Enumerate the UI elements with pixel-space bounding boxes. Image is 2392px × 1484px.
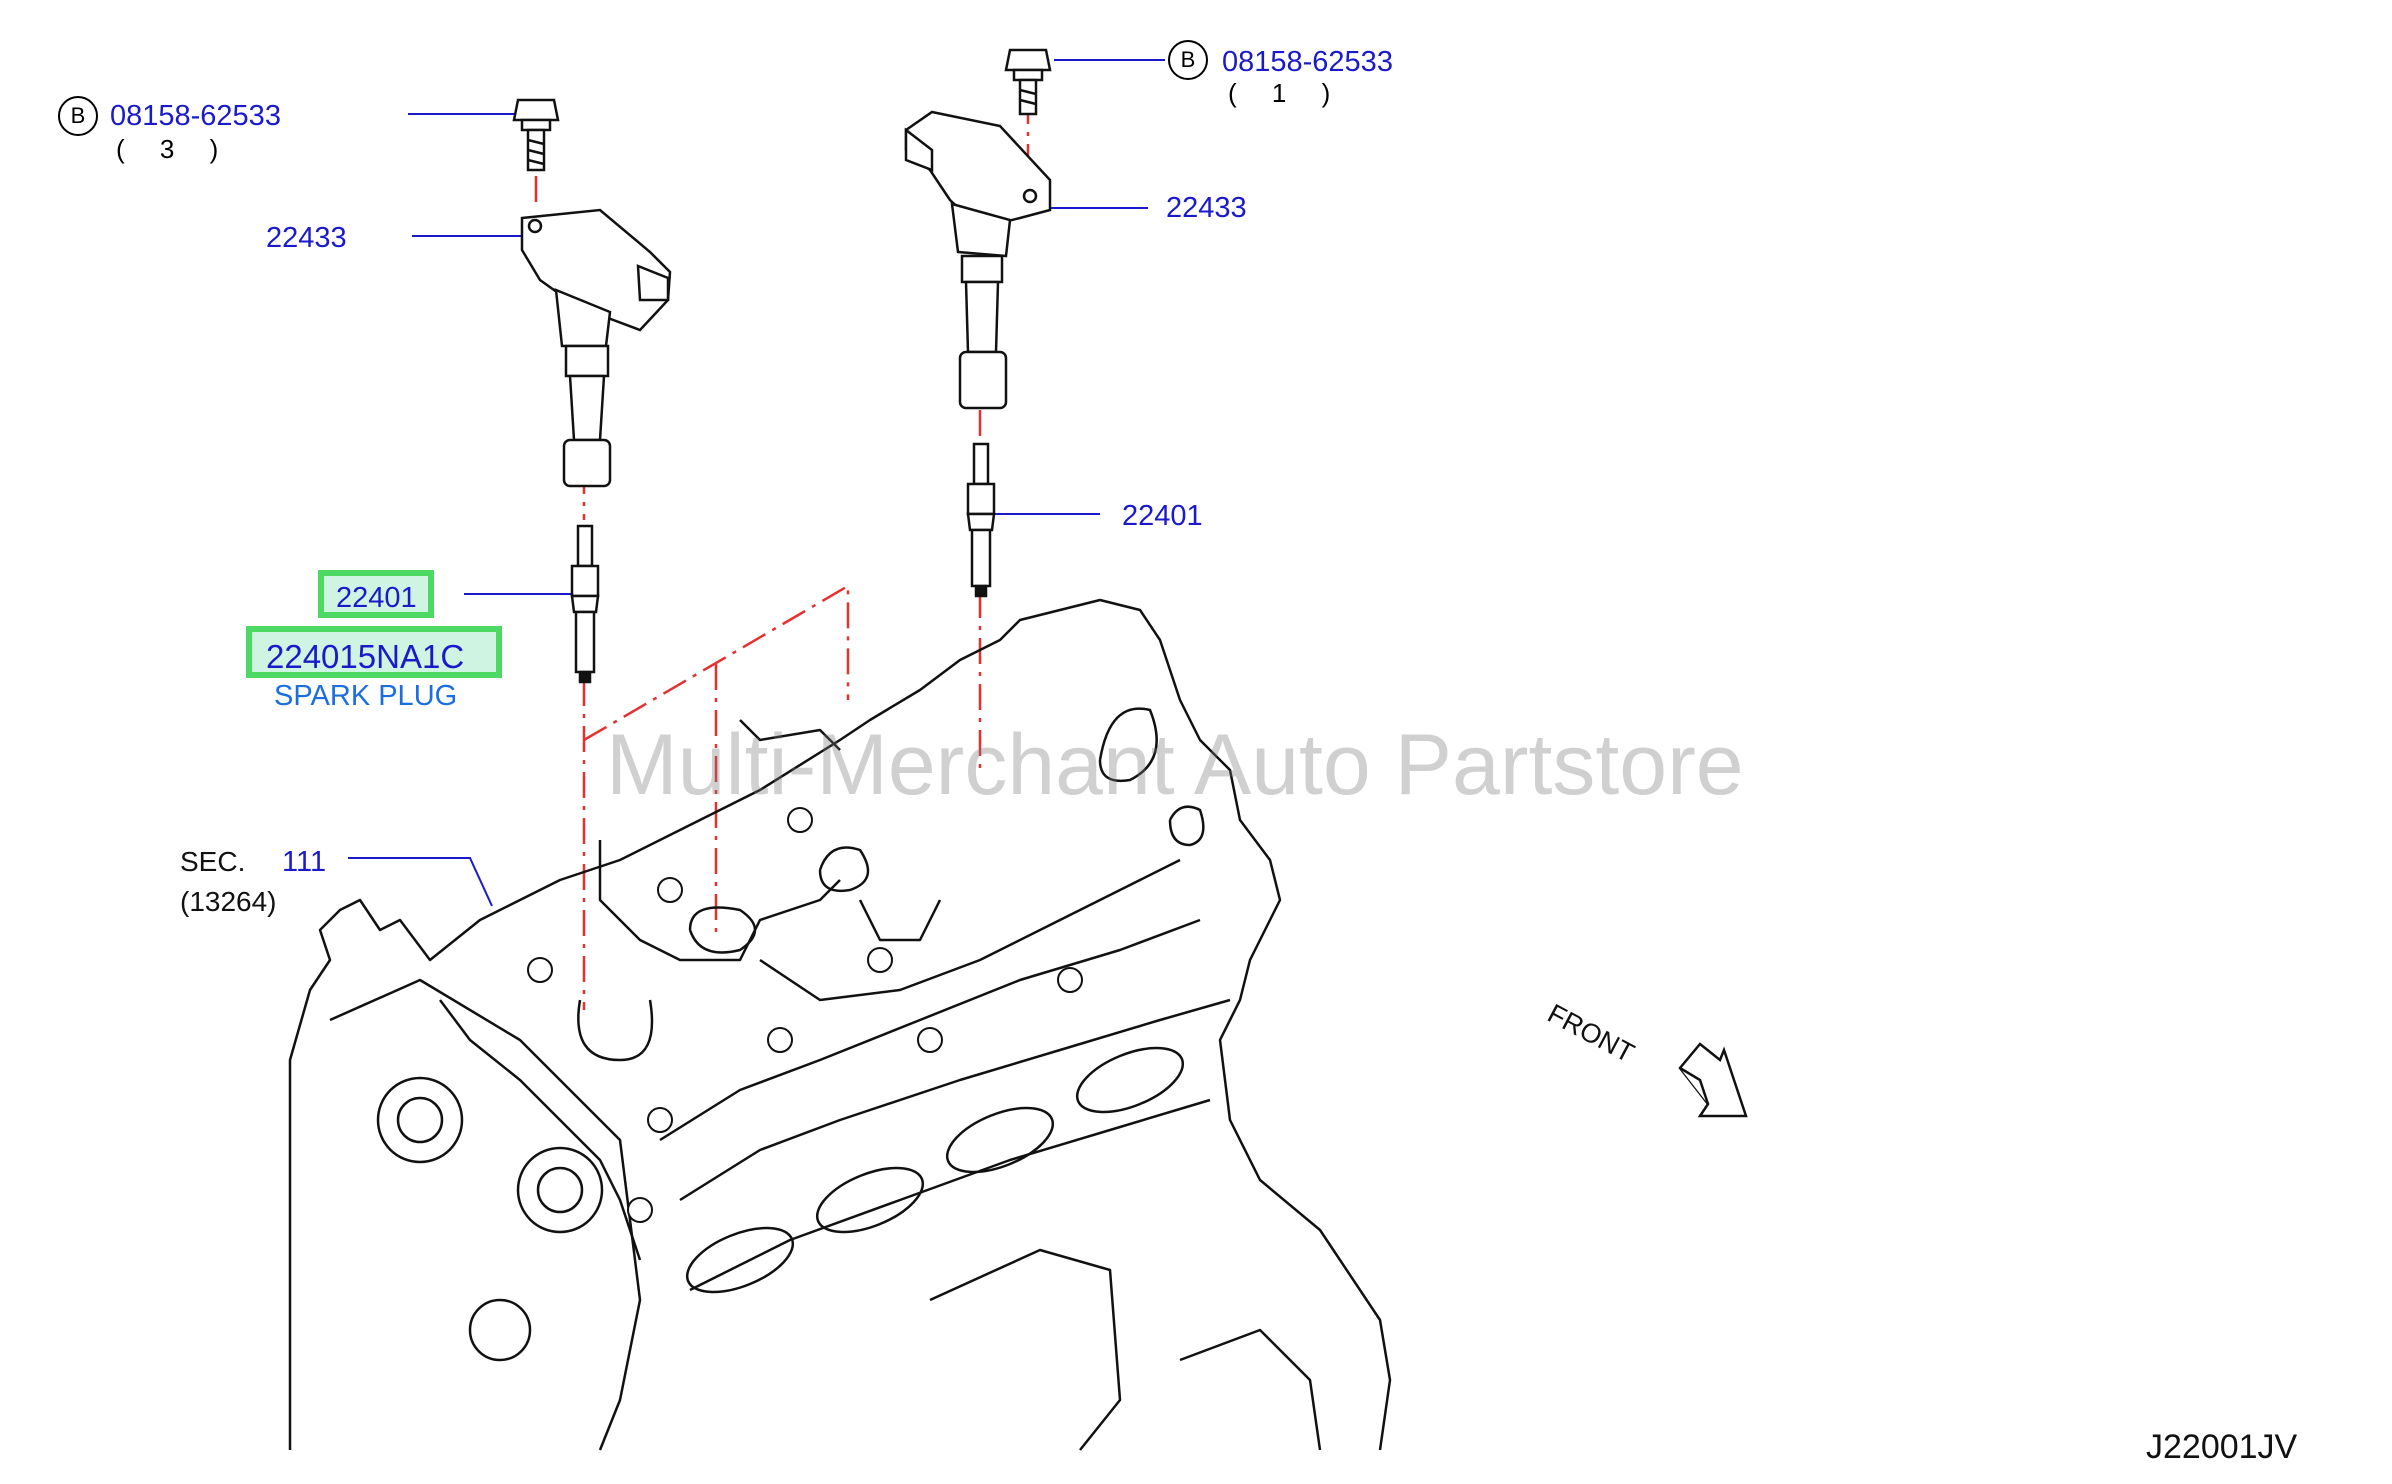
section-ref-prefix: SEC. <box>180 846 246 877</box>
bolt-left-drawing <box>512 98 560 172</box>
ignition-coil-right-drawing <box>904 110 1052 410</box>
plug-left-oem-number-highlight[interactable]: 224015NA1C <box>246 626 502 678</box>
plug-left-name: SPARK PLUG <box>274 680 458 712</box>
bolt-left-part-number[interactable]: 08158-62533 <box>110 100 281 132</box>
bolt-right-drawing <box>1004 48 1052 116</box>
plug-left-oem-number: 224015NA1C <box>266 638 465 675</box>
engine-block-drawing <box>288 598 1392 1451</box>
coil-right-part-number[interactable]: 22433 <box>1166 192 1247 224</box>
drawing-code: J22001JV <box>2146 1428 2298 1466</box>
section-ref-sub: (13264) <box>180 886 277 917</box>
plug-left-part-number: 22401 <box>336 582 417 614</box>
bolt-left-circle-badge: B <box>58 96 98 136</box>
bolt-right-circle-badge: B <box>1168 40 1208 80</box>
section-ref-number[interactable]: 111 <box>282 846 327 878</box>
coil-left-part-number[interactable]: 22433 <box>266 222 347 254</box>
bolt-left-quantity: ( 3 ) <box>116 134 233 164</box>
bolt-right-quantity: ( 1 ) <box>1228 78 1345 108</box>
ignition-coil-left-drawing <box>520 208 672 488</box>
spark-plug-right-drawing <box>966 442 996 598</box>
bolt-left-circle-letter: B <box>70 103 86 128</box>
plug-left-part-number-highlight[interactable]: 22401 <box>318 570 434 618</box>
bolt-right-circle-letter: B <box>1180 47 1196 72</box>
front-arrow-icon <box>1678 1042 1748 1118</box>
bolt-right-part-number[interactable]: 08158-62533 <box>1222 46 1393 78</box>
watermark-text: Multi-Merchant Auto Partstore <box>606 717 1744 813</box>
plug-right-part-number[interactable]: 22401 <box>1122 500 1203 532</box>
spark-plug-left-drawing <box>570 524 600 684</box>
leader-lines <box>348 59 1165 907</box>
engine-bolt-details <box>527 807 1083 1223</box>
